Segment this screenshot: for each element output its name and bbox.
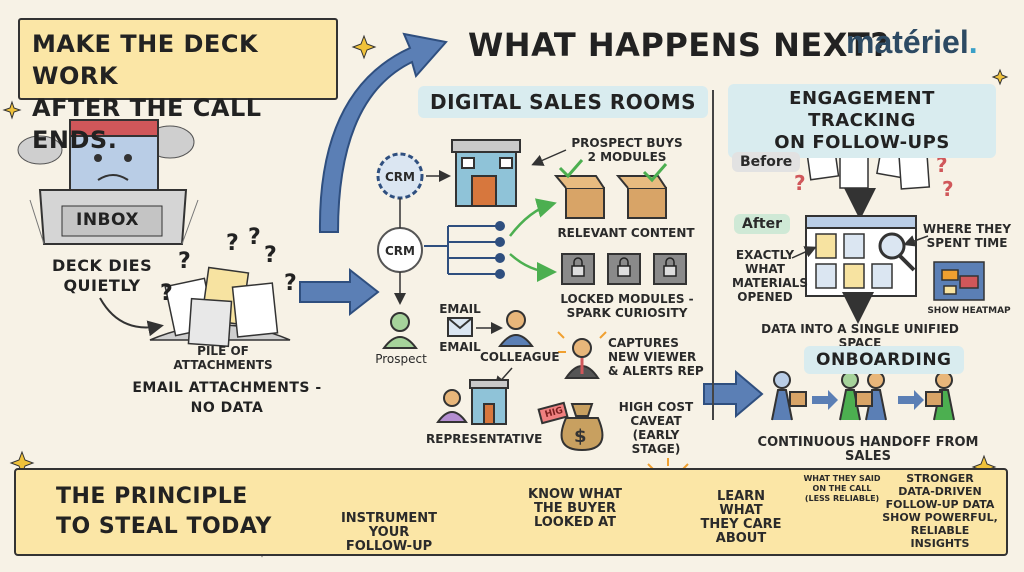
- section-engagement-tracking: ENGAGEMENT TRACKING ON FOLLOW-UPS: [728, 84, 996, 158]
- open-box-icon: [553, 159, 668, 219]
- locked-modules-label: LOCKED MODULES - SPARK CURIOSITY: [560, 292, 694, 320]
- page-title: WHAT HAPPENS NEXT?: [468, 26, 890, 64]
- svg-text:?: ?: [794, 171, 806, 195]
- svg-text:?: ?: [936, 153, 948, 177]
- handoff-label: CONTINUOUS HANDOFF FROM SALES: [757, 435, 979, 464]
- heatmap-icon: [933, 261, 985, 301]
- heatmap-label: SHOW HEATMAP: [927, 306, 1011, 316]
- prospect-label: Prospect: [375, 352, 427, 366]
- headline-banner: MAKE THE DECK WORK AFTER THE CALL ENDS.: [18, 18, 338, 154]
- locked-module-icon: [561, 253, 687, 285]
- svg-text:?: ?: [160, 281, 173, 306]
- inbox-label: INBOX: [76, 210, 139, 230]
- high-cost-label: HIGH COST CAVEAT (Early Stage): [618, 400, 694, 456]
- svg-text:?: ?: [942, 177, 954, 201]
- representative-person-icon: [436, 379, 509, 425]
- step-instrument: INSTRUMENT YOUR FOLLOW-UP: [340, 511, 438, 554]
- crm-label-2: CRM: [385, 244, 415, 258]
- banner-line2: AFTER THE CALL ENDS.: [32, 94, 262, 154]
- tracking-dashboard-icon: [805, 215, 917, 297]
- pile-label: PILE OF ATTACHMENTS: [173, 344, 273, 372]
- email-attachments-label: EMAIL ATTACHMENTS - NO DATA: [132, 380, 322, 416]
- relevant-content-label: RELEVANT CONTENT: [557, 226, 695, 240]
- before-tag: Before: [732, 152, 801, 172]
- section-digital-sales-rooms: DIGITAL SALES ROOMS: [418, 86, 709, 118]
- representative-label: REPRESENTATIVE: [426, 432, 543, 446]
- colleague-person-icon: [498, 310, 534, 347]
- section-divider: [712, 90, 714, 420]
- email-envelope-icon: [447, 317, 473, 337]
- email-label-bottom: EMAIL: [439, 340, 481, 354]
- step-learn: LEARN WHAT THEY CARE ABOUT: [700, 489, 782, 546]
- alert-rep-icon: [557, 331, 607, 379]
- bubble-text: WHAT THEY SAID ON THE CALL (less reliabl…: [803, 474, 881, 503]
- after-tag: After: [734, 214, 791, 234]
- svg-text:$: $: [574, 426, 587, 447]
- inbox-illustration: [17, 119, 199, 245]
- handoff-people-icon: [771, 371, 955, 421]
- colleague-label: COLLEAGUE: [480, 350, 560, 364]
- svg-text:?: ?: [178, 249, 191, 274]
- deck-dies-label: DECK DIES QUIETLY: [52, 256, 153, 295]
- exactly-what-label: EXACTLY WHAT MATERIALS OPENED: [732, 248, 808, 304]
- principle-title: THE PRINCIPLE TO STEAL TODAY: [56, 484, 272, 539]
- money-bag-icon: $: [537, 401, 604, 452]
- crm-label-1: CRM: [385, 170, 415, 184]
- arrow-to-pile: [99, 297, 164, 337]
- svg-text:?: ?: [264, 243, 277, 268]
- prospect-person-icon: [382, 312, 418, 349]
- svg-text:?: ?: [226, 231, 239, 256]
- svg-text:?: ?: [248, 225, 261, 250]
- email-label-top: EMAIL: [439, 302, 481, 316]
- sales-room-building-icon: [451, 139, 521, 207]
- step-know: KNOW WHAT THE BUYER LOOKED AT: [528, 487, 623, 530]
- principle-banner: [14, 468, 1008, 556]
- where-spent-label: WHERE THEY SPENT TIME: [922, 222, 1012, 250]
- captures-label: CAPTURES NEW VIEWER & ALERTS REP: [608, 336, 704, 378]
- branch-lines: [424, 221, 505, 279]
- svg-text:?: ?: [284, 271, 297, 296]
- attachments-pile-illustration: ??? ???: [149, 225, 297, 348]
- section-onboarding: ONBOARDING: [804, 346, 964, 374]
- prospect-buys-label: PROSPECT BUYS 2 MODULES: [571, 136, 683, 164]
- brand-logo: matériel.: [846, 24, 978, 60]
- final-insight: STRONGER DATA-DRIVEN FOLLOW-UP DATA SHOW…: [882, 472, 998, 550]
- banner-line1: MAKE THE DECK WORK: [32, 30, 259, 90]
